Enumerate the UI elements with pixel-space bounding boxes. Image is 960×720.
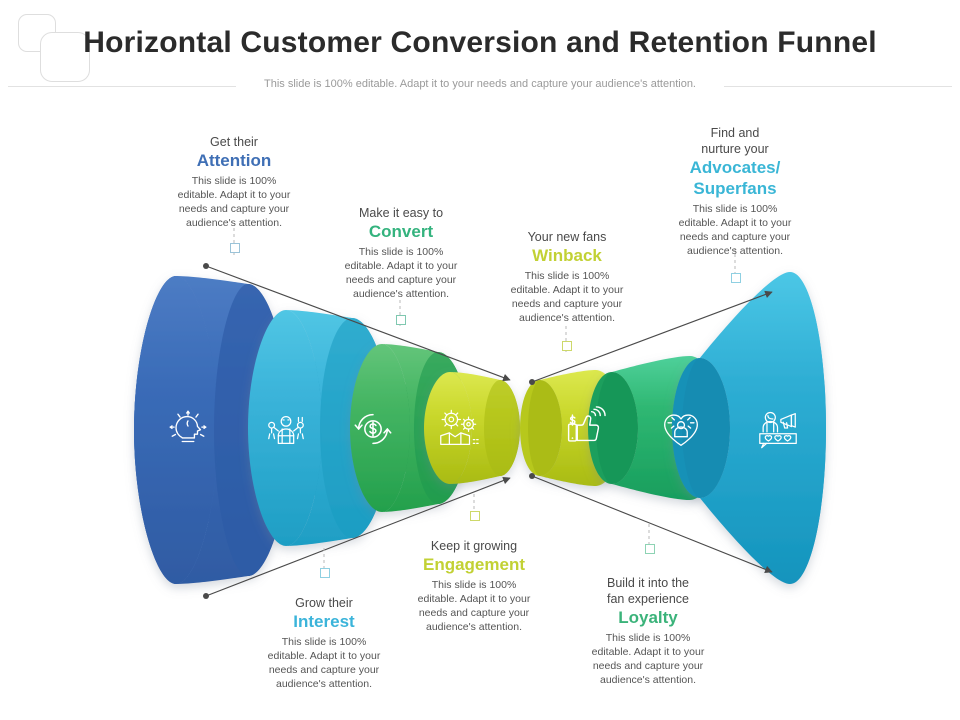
label-loyalty-pre-line1: Build it into the — [607, 576, 689, 590]
label-loyalty-body: This slide is 100% editable. Adapt it to… — [591, 632, 705, 686]
label-interest-key: Interest — [293, 612, 355, 631]
funnel-segment-engagement — [424, 372, 520, 484]
label-superfans-key: Superfans — [693, 179, 777, 198]
label-engagement-key: Engagement — [422, 555, 526, 574]
label-advocates-body: This slide is 100% editable. Adapt it to… — [678, 203, 792, 257]
label-winback: Your new fans Winback This slide is 100%… — [492, 229, 642, 325]
marker-winback — [562, 341, 572, 351]
label-convert-pre: Make it easy to — [358, 206, 444, 220]
label-attention-pre: Get their — [210, 135, 258, 149]
label-advocates-pre-line1: Find and — [710, 126, 760, 140]
label-winback-key: Winback — [532, 246, 602, 265]
label-engagement-pre: Keep it growing — [430, 539, 518, 553]
label-loyalty-pre-line2: fan experience — [606, 592, 689, 606]
marker-advocates — [731, 273, 741, 283]
dimension-arrow-right-bottom — [531, 475, 773, 574]
dimension-arrow-right-top — [531, 290, 773, 383]
label-winback-pre: Your new fans — [527, 230, 607, 244]
funnel-segment-advocates — [672, 272, 826, 584]
dimension-arrow-left-bottom — [205, 476, 511, 597]
label-interest-pre: Grow their — [295, 596, 353, 610]
page-title: Horizontal Customer Conversion and Reten… — [83, 26, 877, 59]
label-interest: Grow their Interest This slide is 100% e… — [248, 595, 400, 691]
label-engagement: Keep it growing Engagement This slide is… — [398, 538, 550, 634]
label-convert: Make it easy to Convert This slide is 10… — [326, 205, 476, 301]
subtitle-rule-left — [8, 86, 236, 87]
marker-interest — [320, 568, 330, 578]
page-subtitle: This slide is 100% editable. Adapt it to… — [264, 78, 696, 90]
logo — [18, 14, 90, 82]
marker-engagement — [470, 511, 480, 521]
label-winback-body: This slide is 100% editable. Adapt it to… — [510, 270, 624, 324]
marker-loyalty — [645, 544, 655, 554]
label-attention-key: Attention — [196, 151, 272, 170]
marker-convert — [396, 315, 406, 325]
label-interest-body: This slide is 100% editable. Adapt it to… — [267, 636, 381, 690]
label-convert-key: Convert — [368, 222, 434, 241]
subtitle-row: This slide is 100% editable. Adapt it to… — [0, 78, 960, 94]
label-loyalty: Build it into the fan experience Loyalty… — [572, 575, 724, 687]
label-attention-body: This slide is 100% editable. Adapt it to… — [177, 175, 291, 229]
subtitle-rule-right — [724, 86, 952, 87]
dimension-arrow-left-top — [205, 265, 511, 382]
label-attention: Get their Attention This slide is 100% e… — [158, 134, 310, 230]
label-convert-body: This slide is 100% editable. Adapt it to… — [344, 246, 458, 300]
label-engagement-body: This slide is 100% editable. Adapt it to… — [417, 579, 531, 633]
label-advocates-key: Advocates/ — [689, 158, 781, 177]
label-advocates-pre-line2: nurture your — [701, 142, 769, 156]
logo-square-large — [40, 32, 90, 82]
label-advocates: Find and nurture your Advocates/ Superfa… — [660, 125, 810, 258]
marker-attention — [230, 243, 240, 253]
label-loyalty-key: Loyalty — [618, 608, 678, 627]
